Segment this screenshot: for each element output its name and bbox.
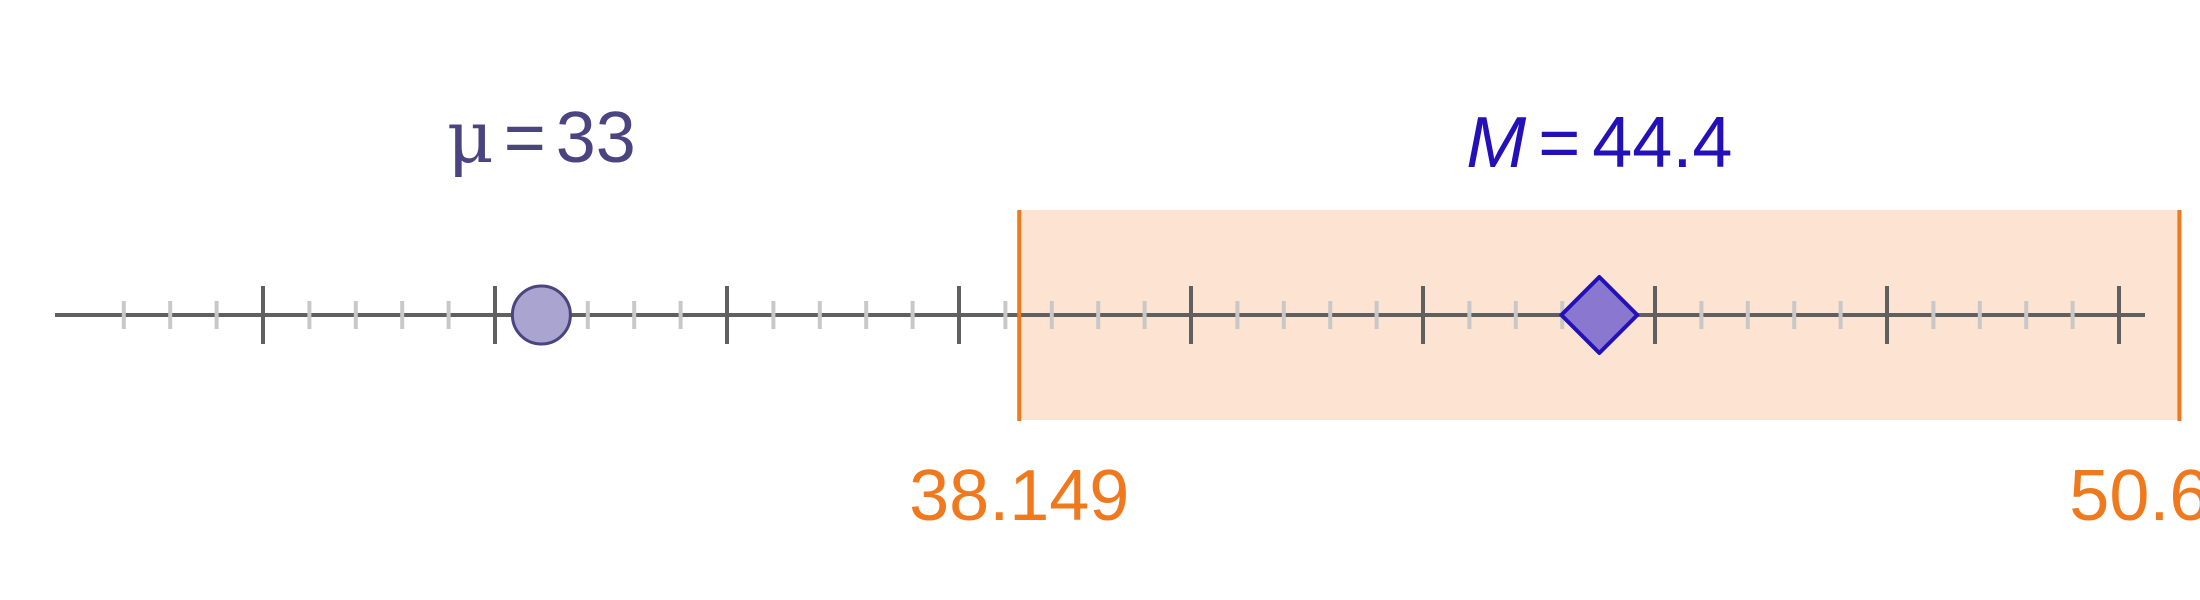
sample-mean-marker — [1559, 275, 1640, 355]
interval-lower-bound-label: 38.149 — [909, 456, 1129, 536]
m-value: 44.4 — [1592, 103, 1732, 183]
interval-upper-bound-label: 50.651 — [2069, 456, 2200, 536]
sample-mean-label: M=44.4 — [1466, 103, 1732, 183]
mu-equals: = — [504, 98, 546, 178]
population-mean-marker — [510, 284, 572, 346]
m-symbol: M — [1466, 103, 1526, 183]
population-mean-label: μ=33 — [447, 95, 636, 179]
mu-symbol: μ — [447, 95, 494, 179]
m-equals: = — [1538, 103, 1580, 183]
mu-value: 33 — [556, 98, 636, 178]
